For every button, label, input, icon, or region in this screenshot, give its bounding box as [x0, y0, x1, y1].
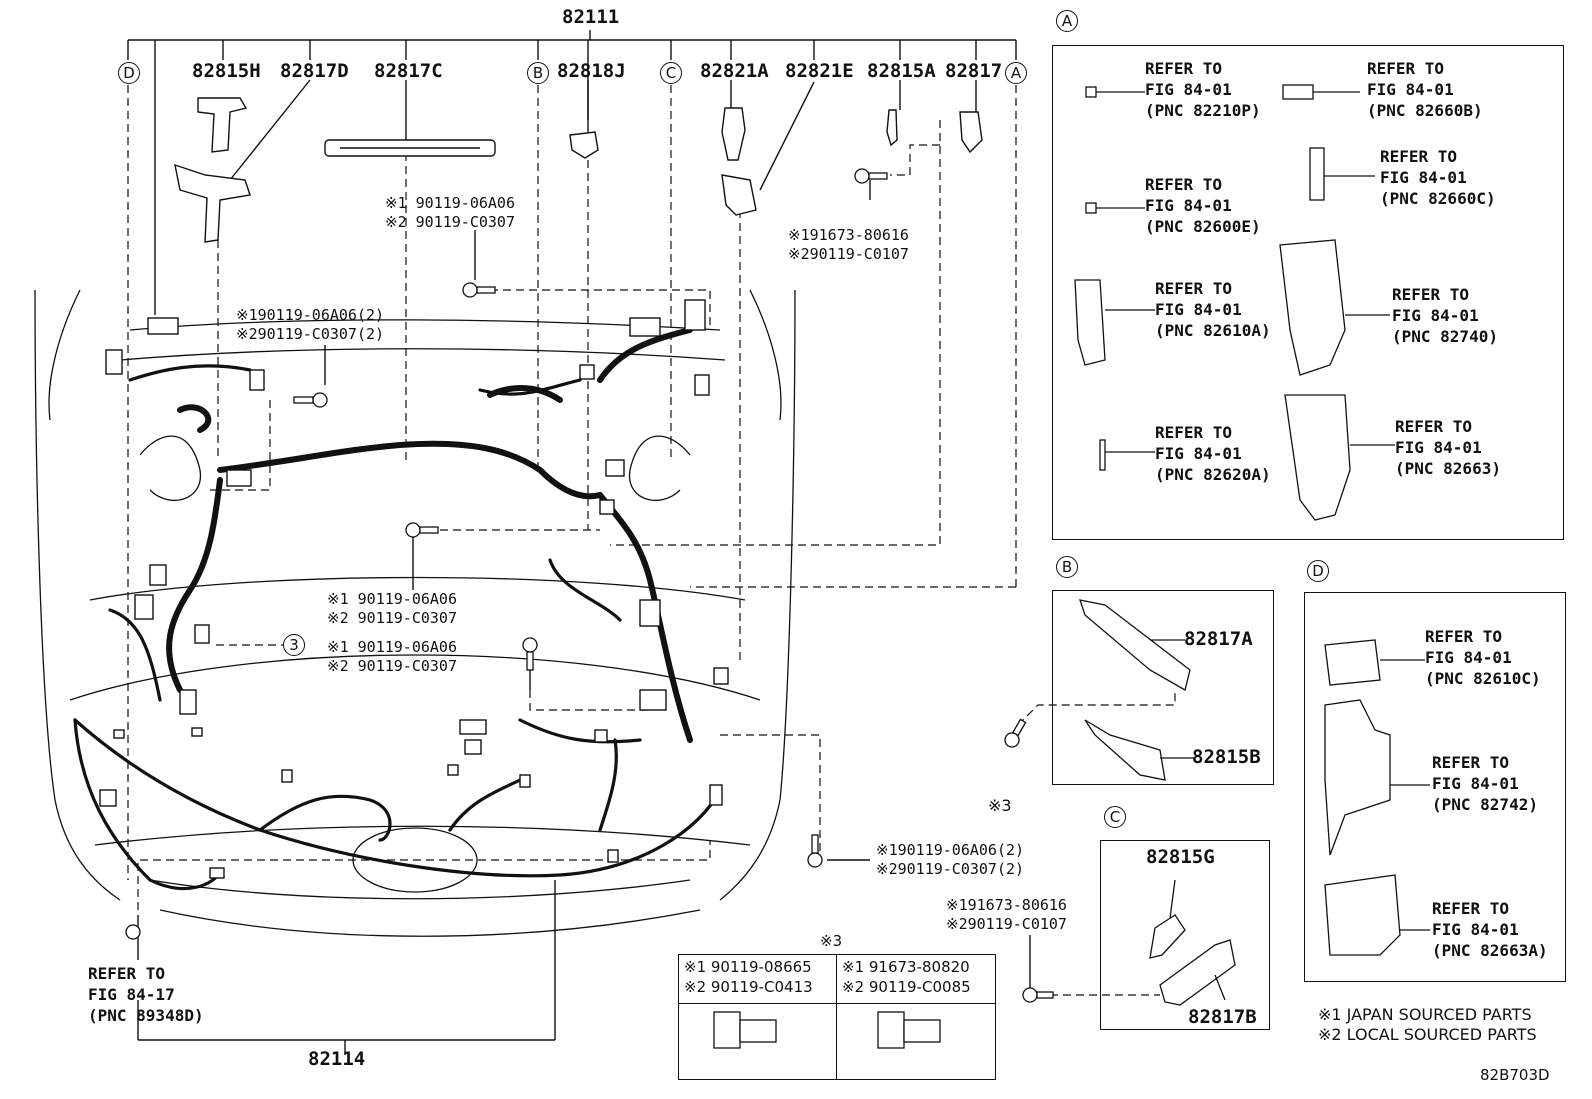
part-number-82817d: 82817D	[280, 60, 349, 82]
table3-cell1-line2: ※2 90119-C0413	[684, 978, 813, 996]
part-number-82817: 82817	[945, 60, 1003, 82]
marker-d: D	[118, 62, 140, 84]
table3-title: ※3	[820, 932, 843, 950]
bolt-note-2b: ※290119-C0107	[788, 245, 909, 263]
table3	[678, 954, 996, 1080]
part-number-82815a: 82815A	[867, 60, 936, 82]
part-number-82821e: 82821E	[785, 60, 854, 82]
part-number-82817b: 82817B	[1188, 1006, 1257, 1028]
part-number-82815h: 82815H	[192, 60, 261, 82]
panel-a-ref-82660b: REFER TO FIG 84-01 (PNC 82660B)	[1367, 59, 1483, 120]
panel-a-ref-82210p: REFER TO FIG 84-01 (PNC 82210P)	[1145, 59, 1261, 120]
bolt-note-4b: ※2 90119-C0307	[327, 609, 457, 627]
panel-d-ref-82742: REFER TO FIG 84-01 (PNC 82742)	[1432, 753, 1538, 814]
panel-a-ref-82610a: REFER TO FIG 84-01 (PNC 82610A)	[1155, 279, 1271, 340]
part-number-82818j: 82818J	[557, 60, 626, 82]
part-number-82815b: 82815B	[1192, 746, 1261, 768]
bolt-note-1b: ※2 90119-C0307	[385, 213, 515, 231]
bolt-note-1a: ※1 90119-06A06	[385, 194, 515, 212]
bolt-note-3a: ※190119-06A06(2)	[236, 306, 385, 324]
panel-d-marker: D	[1307, 560, 1329, 582]
panel-b	[1052, 590, 1274, 785]
marker-b: B	[527, 62, 549, 84]
part-number-82114: 82114	[308, 1048, 366, 1070]
bolt-note-4a: ※1 90119-06A06	[327, 590, 457, 608]
bolt-note-3b: ※290119-C0307(2)	[236, 325, 385, 343]
bolt-note-7b: ※290119-C0107	[946, 915, 1067, 933]
part-number-82111: 82111	[562, 6, 620, 28]
legend-local-sourced: ※2 LOCAL SOURCED PARTS	[1318, 1025, 1537, 1044]
bolt-note-2a: ※191673-80616	[788, 226, 909, 244]
bolt-note-7a: ※191673-80616	[946, 896, 1067, 914]
bolt-note-6a: ※190119-06A06(2)	[876, 841, 1025, 859]
panel-b-marker: B	[1056, 556, 1078, 578]
marker-c: C	[660, 62, 682, 84]
panel-d-ref-82663a: REFER TO FIG 84-01 (PNC 82663A)	[1432, 899, 1548, 960]
part-number-82821a: 82821A	[700, 60, 769, 82]
bolt-note-5a: ※1 90119-06A06	[327, 638, 457, 656]
panel-d	[1304, 592, 1566, 982]
panel-b-note-3: ※3	[988, 796, 1012, 815]
table3-cell2-line1: ※1 91673-80820	[842, 958, 970, 976]
part-number-82815g: 82815G	[1146, 846, 1215, 868]
figure-code: 82B703D	[1480, 1066, 1550, 1084]
panel-d-ref-82610c: REFER TO FIG 84-01 (PNC 82610C)	[1425, 627, 1541, 688]
legend-japan-sourced: ※1 JAPAN SOURCED PARTS	[1318, 1005, 1532, 1024]
marker-a: A	[1005, 62, 1027, 84]
refer-note-89348d: REFER TO FIG 84-17 (PNC 89348D)	[88, 964, 204, 1025]
panel-a-ref-82620a: REFER TO FIG 84-01 (PNC 82620A)	[1155, 423, 1271, 484]
part-number-82817c: 82817C	[374, 60, 443, 82]
marker-3: 3	[283, 634, 305, 656]
panel-a-ref-82600e: REFER TO FIG 84-01 (PNC 82600E)	[1145, 175, 1261, 236]
panel-c	[1100, 840, 1270, 1030]
panel-a	[1052, 45, 1564, 540]
panel-a-ref-82740: REFER TO FIG 84-01 (PNC 82740)	[1392, 285, 1498, 346]
panel-c-marker: C	[1104, 806, 1126, 828]
part-number-82817a: 82817A	[1184, 628, 1253, 650]
panel-a-ref-82663: REFER TO FIG 84-01 (PNC 82663)	[1395, 417, 1501, 478]
panel-a-ref-82660c: REFER TO FIG 84-01 (PNC 82660C)	[1380, 147, 1496, 208]
table3-cell2-line2: ※2 90119-C0085	[842, 978, 971, 996]
bolt-note-5b: ※2 90119-C0307	[327, 657, 457, 675]
panel-a-marker: A	[1056, 10, 1078, 32]
table3-cell1-line1: ※1 90119-08665	[684, 958, 812, 976]
bolt-note-6b: ※290119-C0307(2)	[876, 860, 1025, 878]
